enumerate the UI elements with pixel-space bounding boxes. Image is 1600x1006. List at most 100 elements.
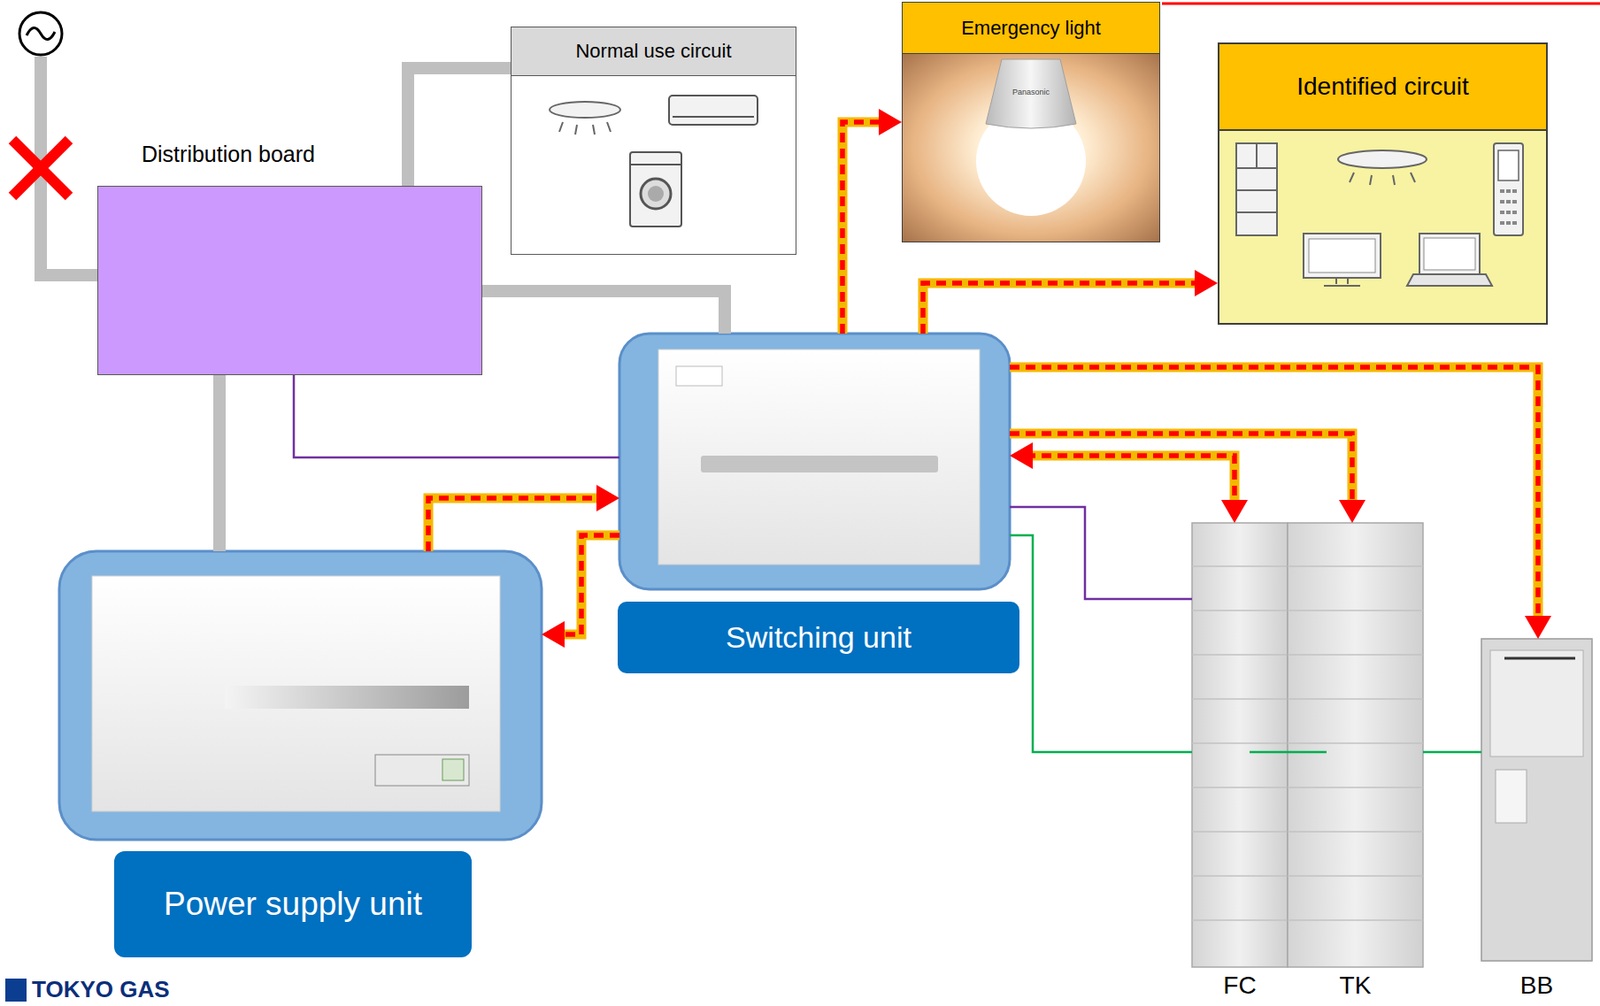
power-cable bbox=[219, 375, 221, 552]
arrowhead bbox=[1194, 269, 1218, 297]
ac-wave bbox=[26, 27, 55, 39]
switching-device bbox=[658, 349, 980, 565]
arrowhead bbox=[1009, 442, 1033, 470]
power-cable bbox=[407, 68, 511, 186]
connector-line bbox=[1009, 367, 1539, 624]
control-wire bbox=[293, 375, 620, 458]
phone-screen bbox=[1498, 150, 1519, 181]
arrowhead bbox=[596, 484, 620, 512]
washing-machine-panel bbox=[630, 163, 682, 166]
distribution-board: Distribution board bbox=[97, 185, 483, 376]
device-display bbox=[375, 754, 470, 786]
backup-boiler-cabinet bbox=[1481, 638, 1593, 962]
device-slot bbox=[700, 455, 939, 473]
connector-dash bbox=[1025, 455, 1235, 508]
monitor-stand bbox=[1323, 277, 1361, 286]
fuel-cell-cabinet bbox=[1192, 523, 1288, 968]
connector-line bbox=[1025, 455, 1235, 508]
monitor-icon bbox=[1303, 233, 1381, 278]
ac-source-symbol bbox=[19, 12, 62, 55]
power-flow-arrow bbox=[923, 269, 1218, 334]
power-cable bbox=[482, 291, 725, 334]
device-stripe bbox=[224, 685, 470, 709]
bulb-cap bbox=[985, 59, 1077, 129]
air-conditioner-icon bbox=[669, 95, 758, 125]
connector-line bbox=[482, 291, 725, 334]
connector-dash bbox=[1009, 433, 1353, 508]
connector-line bbox=[923, 283, 1202, 334]
air-conditioner-vent bbox=[672, 115, 754, 118]
washing-machine-icon bbox=[630, 152, 682, 227]
connector-line bbox=[842, 122, 886, 334]
power-flow-arrow bbox=[842, 108, 902, 334]
boiler-panel bbox=[1490, 650, 1584, 757]
device-sticker bbox=[676, 366, 723, 386]
load-box: Normal use circuit bbox=[510, 26, 797, 255]
brand-mark: Panasonic bbox=[1012, 87, 1050, 97]
laptop-screen bbox=[1423, 238, 1476, 270]
control-wire bbox=[1009, 507, 1193, 600]
signal-wire bbox=[1423, 752, 1482, 754]
title-underline bbox=[1161, 2, 1600, 6]
signal-wire bbox=[1249, 751, 1327, 754]
power-supply-device bbox=[92, 576, 500, 812]
appliance-label: BB bbox=[1481, 971, 1593, 1000]
connector-dash bbox=[923, 283, 1202, 334]
boiler-label bbox=[1495, 769, 1527, 824]
switching-unit: Switching unit bbox=[619, 333, 1010, 590]
outage-cross bbox=[12, 139, 70, 197]
appliance: BB bbox=[1481, 638, 1593, 962]
appliance-label: TK bbox=[1287, 971, 1424, 1000]
connector-line bbox=[213, 375, 226, 552]
outage-cross bbox=[12, 139, 70, 197]
power-flow-arrow bbox=[1009, 433, 1366, 524]
connector-dash bbox=[842, 122, 886, 334]
fridge-icon bbox=[1236, 143, 1277, 236]
cabinet-panels bbox=[1192, 566, 1288, 921]
light-rays bbox=[559, 122, 611, 135]
connector-dash bbox=[557, 535, 620, 635]
power-supply-housing bbox=[59, 551, 542, 840]
arrowhead bbox=[1338, 500, 1366, 524]
load-box: Identified circuit bbox=[1217, 42, 1548, 325]
power-flow-arrow bbox=[428, 484, 620, 552]
box-heading: Identified circuit bbox=[1219, 44, 1547, 131]
boiler-vent bbox=[1504, 657, 1576, 661]
washing-machine-drum bbox=[647, 185, 664, 202]
power-flow-arrow bbox=[1009, 442, 1248, 524]
arrowhead bbox=[878, 108, 902, 136]
appliance-label: FC bbox=[1192, 971, 1288, 1000]
arrowhead bbox=[1221, 500, 1248, 524]
logo-mark bbox=[5, 978, 27, 1002]
circuit-panel bbox=[1218, 129, 1547, 324]
load-box: Emergency light bbox=[901, 1, 1161, 243]
box-heading: Normal use circuit bbox=[511, 27, 796, 77]
appliance: TK bbox=[1287, 523, 1424, 968]
connector-line bbox=[407, 68, 511, 186]
power-supply-unit: Power supply unit bbox=[59, 551, 542, 840]
switching-housing bbox=[619, 333, 1010, 590]
fridge-doors bbox=[1236, 143, 1277, 213]
connector-line bbox=[1423, 751, 1482, 754]
box-heading: Emergency light bbox=[902, 2, 1160, 54]
device-indicator bbox=[442, 759, 464, 781]
arrowhead bbox=[541, 621, 565, 648]
unit-label: Power supply unit bbox=[114, 851, 472, 958]
appliance: FC bbox=[1192, 523, 1288, 968]
tank-cabinet bbox=[1287, 523, 1424, 968]
company-logo: TOKYO GAS bbox=[31, 976, 170, 1004]
washing-machine-door bbox=[640, 178, 671, 209]
connector-dash bbox=[1009, 367, 1539, 624]
connector-line bbox=[1009, 433, 1353, 508]
cabinet-panels bbox=[1287, 566, 1424, 921]
connector-line bbox=[293, 375, 620, 458]
light-rays bbox=[1349, 172, 1416, 185]
signal-wire bbox=[1009, 535, 1193, 753]
power-flow-arrow bbox=[1009, 367, 1552, 639]
unit-label: Switching unit bbox=[617, 601, 1020, 674]
connector-line bbox=[557, 535, 620, 635]
arrowhead bbox=[1524, 615, 1552, 639]
laptop-base bbox=[1407, 274, 1493, 286]
power-flow-arrow bbox=[541, 535, 620, 648]
